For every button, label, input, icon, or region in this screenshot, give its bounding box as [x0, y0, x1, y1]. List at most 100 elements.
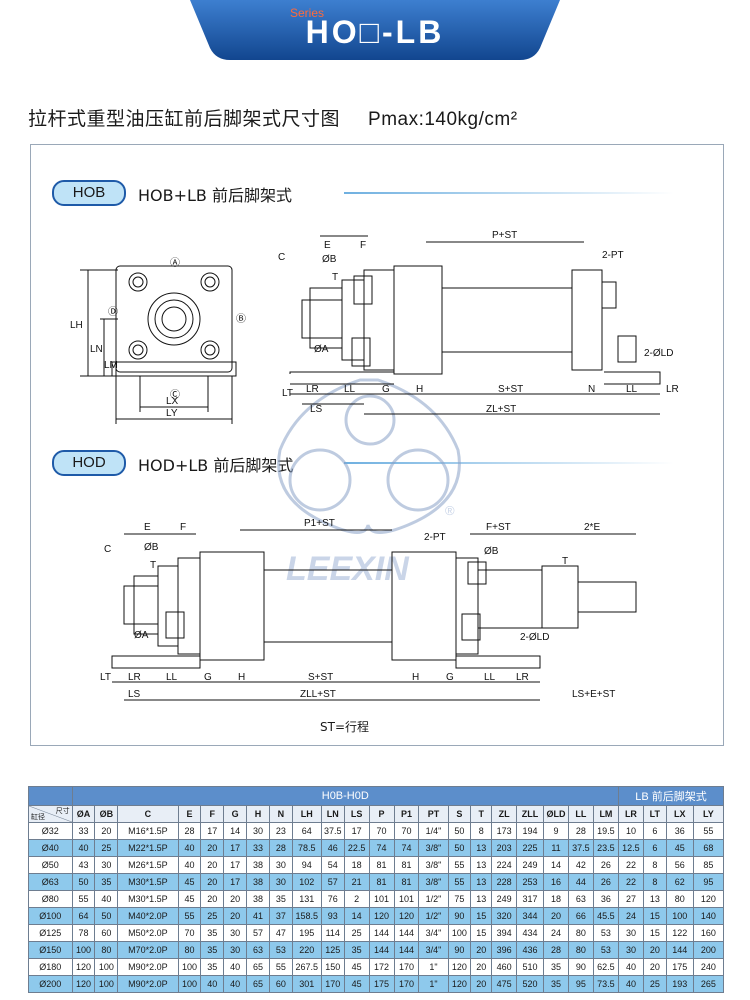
- table-cell: 1/4": [418, 822, 449, 840]
- table-cell: 68: [692, 839, 725, 857]
- table-cell: 13: [470, 873, 493, 891]
- table-cell: 45: [177, 873, 202, 891]
- table-cell: 24: [543, 924, 569, 942]
- hob-label-2old: 2-ØLD: [644, 348, 673, 359]
- table-cell: 35: [343, 941, 370, 959]
- table-cell: 102: [291, 873, 322, 891]
- hod-label-c: C: [104, 544, 111, 555]
- table-cell: 80: [567, 924, 594, 942]
- column-header: LH: [291, 805, 322, 823]
- table-cell: 3/4": [418, 924, 449, 942]
- table-cell: 81: [393, 873, 420, 891]
- table-cell: 228: [491, 873, 518, 891]
- table-cell: 15: [470, 924, 493, 942]
- table-cell: 85: [692, 856, 725, 874]
- section-rule-hob: [344, 192, 674, 194]
- table-cell: 30: [617, 924, 644, 942]
- table-cell: 2: [343, 890, 370, 908]
- hod-label-2old: 2-ØLD: [520, 632, 549, 643]
- table-cell: 16: [543, 873, 569, 891]
- bore-cell: Ø150: [28, 941, 73, 959]
- table-cell: 101: [368, 890, 395, 908]
- table-cell: 100: [447, 924, 472, 942]
- table-cell: 160: [692, 924, 725, 942]
- table-cell: 60: [268, 975, 293, 993]
- table-cell: 80: [567, 941, 594, 959]
- section-label-hod: HOD+LB 前后脚架式: [138, 456, 294, 475]
- table-cell: 15: [470, 907, 493, 925]
- table-cell: 43: [71, 856, 96, 874]
- table-cell: 100: [665, 907, 694, 925]
- table-cell: 194: [516, 822, 545, 840]
- page-title-text: 拉杆式重型油压缸前后脚架式尺寸图: [28, 108, 341, 130]
- table-cell: 74: [393, 839, 420, 857]
- table-cell: 65: [246, 958, 270, 976]
- hob-label-2pt: 2-PT: [602, 250, 624, 261]
- hod-label-ob: ØB: [144, 542, 159, 553]
- hod-dim-lr2: LR: [516, 672, 529, 683]
- corner-diagonal: 尺寸 缸径: [29, 806, 72, 822]
- table-cell: 62: [665, 873, 694, 891]
- table-cell: 13: [470, 839, 493, 857]
- bore-cell: Ø80: [28, 890, 73, 908]
- table-cell: 195: [291, 924, 322, 942]
- section-tag-hod: HOD: [52, 450, 126, 476]
- hod-label-oa: ØA: [134, 630, 149, 641]
- table-cell: 15: [642, 907, 667, 925]
- table-cell: 15: [642, 924, 667, 942]
- table-cell: 57: [320, 873, 345, 891]
- table-group-row: H0B-H0D LB 前后脚架式: [28, 786, 725, 806]
- table-cell: 17: [223, 873, 248, 891]
- table-cell: 20: [642, 958, 667, 976]
- table-cell: M90*2.0P: [117, 958, 179, 976]
- table-cell: 144: [393, 941, 420, 959]
- table-cell: 93: [320, 907, 345, 925]
- table-cell: 22: [617, 856, 644, 874]
- table-cell: 17: [343, 822, 370, 840]
- column-header: PT: [418, 805, 449, 823]
- banner-title: HO□-LB: [305, 14, 445, 50]
- table-cell: 66: [567, 907, 594, 925]
- table-cell: 434: [516, 924, 545, 942]
- table-cell: 20: [470, 941, 493, 959]
- table-cell: 1": [418, 975, 449, 993]
- column-header: G: [223, 805, 248, 823]
- table-cell: 8: [642, 856, 667, 874]
- column-header: LX: [665, 805, 694, 823]
- table-cell: 172: [368, 958, 395, 976]
- hod-dim-f-st: F+ST: [486, 522, 511, 533]
- column-header: LT: [642, 805, 667, 823]
- hob-label-ob: ØB: [322, 254, 337, 265]
- column-header: LM: [592, 805, 619, 823]
- table-cell: 30: [268, 873, 293, 891]
- hod-dim-g2: G: [446, 672, 454, 683]
- column-header: ZL: [491, 805, 518, 823]
- hod-dim-ls-e-st: LS+E+ST: [572, 689, 615, 700]
- table-cell: 220: [291, 941, 322, 959]
- table-cell: 90: [447, 941, 472, 959]
- table-cell: 14: [223, 822, 248, 840]
- table-cell: 100: [94, 975, 119, 993]
- table-cell: 33: [246, 839, 270, 857]
- table-cell: 50: [94, 907, 119, 925]
- hob-dim-f: F: [360, 240, 366, 251]
- hod-dim-ll: LL: [166, 672, 178, 683]
- hod-dim-ls: LS: [128, 689, 141, 700]
- column-header: ØB: [94, 805, 119, 823]
- technical-drawing: LEEXIN ® Ⓐ Ⓑ Ⓒ Ⓓ LH LN LM LX LY: [70, 230, 679, 701]
- table-cell: 28: [543, 941, 569, 959]
- hob-dim-lh: LH: [70, 320, 83, 331]
- watermark-registered: ®: [445, 503, 455, 518]
- table-cell: 344: [516, 907, 545, 925]
- table-cell: M40*2.0P: [117, 907, 179, 925]
- stroke-note: ST=行程: [320, 720, 370, 734]
- hob-dim-zl-st: ZL+ST: [486, 404, 516, 415]
- table-cell: 35: [543, 958, 569, 976]
- table-cell: 60: [94, 924, 119, 942]
- table-cell: 14: [343, 907, 370, 925]
- table-cell: 55: [71, 890, 96, 908]
